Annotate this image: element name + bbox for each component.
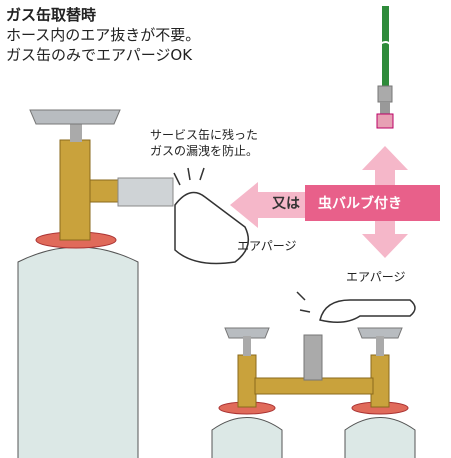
note-line-1: サービス缶に残った: [150, 128, 259, 142]
valve-label: 虫バルブ付き: [318, 196, 402, 212]
air-purge-label-2: エアパージ: [346, 270, 406, 284]
left-can-valve: [17, 109, 174, 458]
or-label: 又は: [272, 196, 300, 212]
description-line-2: ガス缶のみでエアパージOK: [6, 46, 193, 64]
description-line-1: ホース内のエア抜きが不要。: [6, 26, 201, 44]
twin-cans: [211, 327, 416, 458]
hose-illustration: [376, 6, 394, 129]
left-hand: [173, 167, 250, 265]
note-line-2: ガスの漏洩を防止。: [150, 144, 259, 158]
heading: ガス缶取替時: [6, 6, 97, 24]
bottom-hand: [296, 291, 416, 323]
air-purge-label-1: エアパージ: [237, 239, 297, 253]
note-text: サービス缶に残った ガスの漏洩を防止。: [150, 127, 258, 159]
horizontal-arrow: [230, 182, 440, 228]
